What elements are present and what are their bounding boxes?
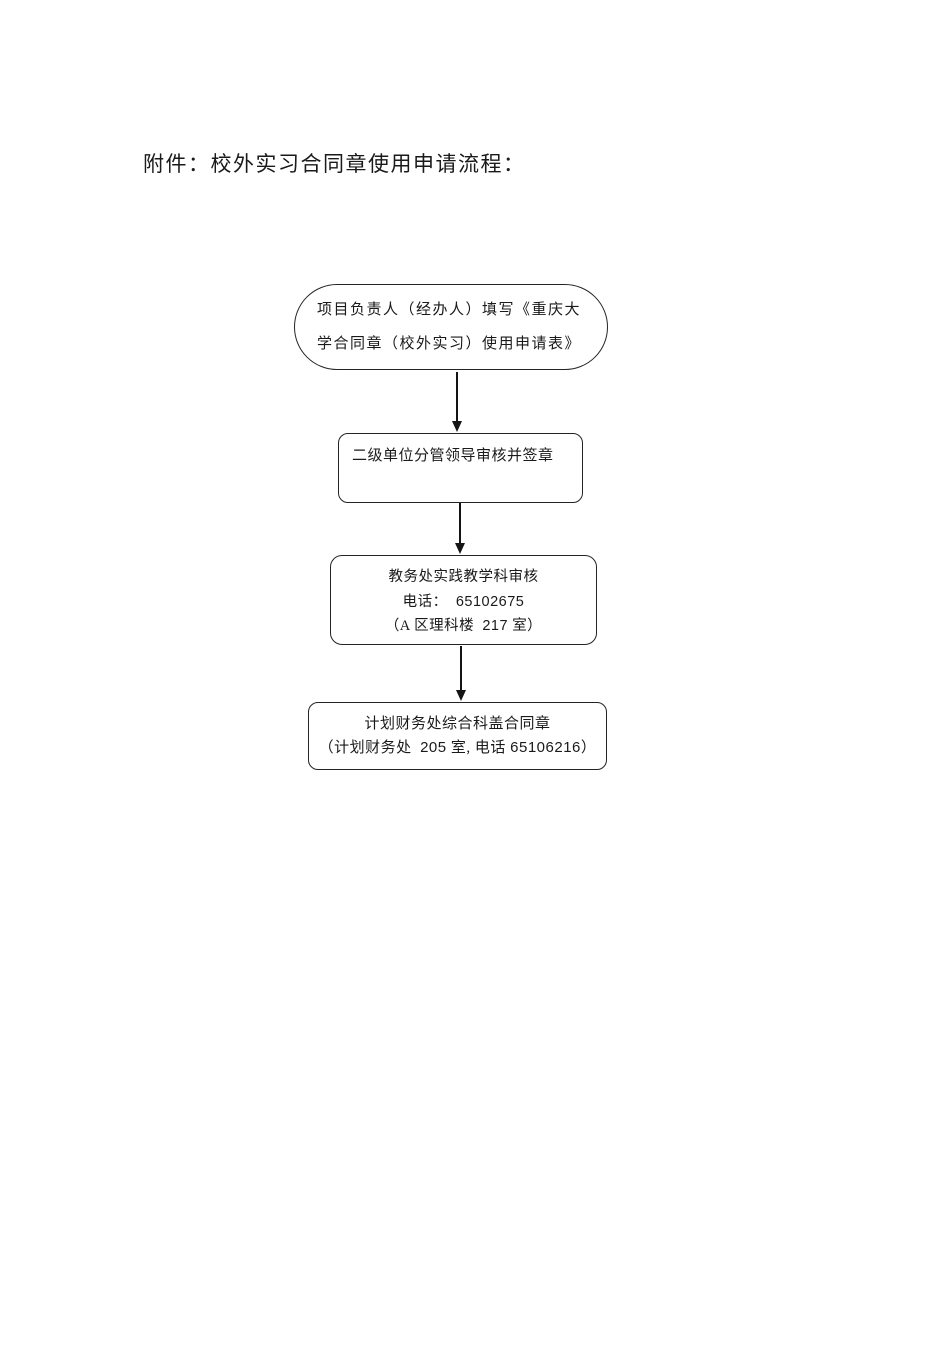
arrow-head-icon [452,421,462,432]
arrow-head-icon [456,690,466,701]
flow-arrow-down-1 [452,372,462,432]
flow-arrow-down-2 [455,503,465,554]
flow-node-start-fill-application: 项目负责人（经办人）填写《重庆大 学合同章（校外实习）使用申请表》 [294,284,608,370]
detail-mid: 室, 电话 [446,740,511,756]
arrow-shaft [459,503,461,543]
node-text-line: 学合同章（校外实习）使用申请表》 [317,336,582,352]
phone-number: 65106216 [510,739,581,756]
room-number: 205 [420,739,447,756]
flow-node-academic-office-review: 教务处实践教学科审核 电话： 65102675 （A 区理科楼 217 室） [330,555,597,645]
room-number: 217 [482,618,509,634]
node-text-line: 二级单位分管领导审核并签章 [352,448,554,464]
page-title: 附件：校外实习合同章使用申请流程： [143,152,526,176]
arrow-shaft [460,646,462,690]
room-prefix: （A 区理科楼 [384,618,483,634]
room-suffix: 室） [508,618,543,634]
node-text-line: 电话： 65102675 [331,590,596,615]
detail-suffix: ） [580,740,597,756]
detail-prefix: （计划财务处 [318,740,421,756]
flow-node-unit-leader-review: 二级单位分管领导审核并签章 [338,433,583,503]
flow-node-finance-office-seal: 计划财务处综合科盖合同章 （计划财务处 205 室, 电话 65106216） [308,702,607,770]
node-text-line: 项目负责人（经办人）填写《重庆大 [317,302,582,318]
flow-arrow-down-3 [456,646,466,701]
node-text-line: 计划财务处综合科盖合同章 [364,716,551,732]
node-text-line: （计划财务处 205 室, 电话 65106216） [309,736,606,760]
arrow-shaft [456,372,458,421]
node-text-line: （A 区理科楼 217 室） [331,614,596,639]
phone-number: 65102675 [455,593,525,610]
node-text-line: 教务处实践教学科审核 [388,569,539,585]
phone-label: 电话： [402,593,456,610]
arrow-head-icon [455,543,465,554]
